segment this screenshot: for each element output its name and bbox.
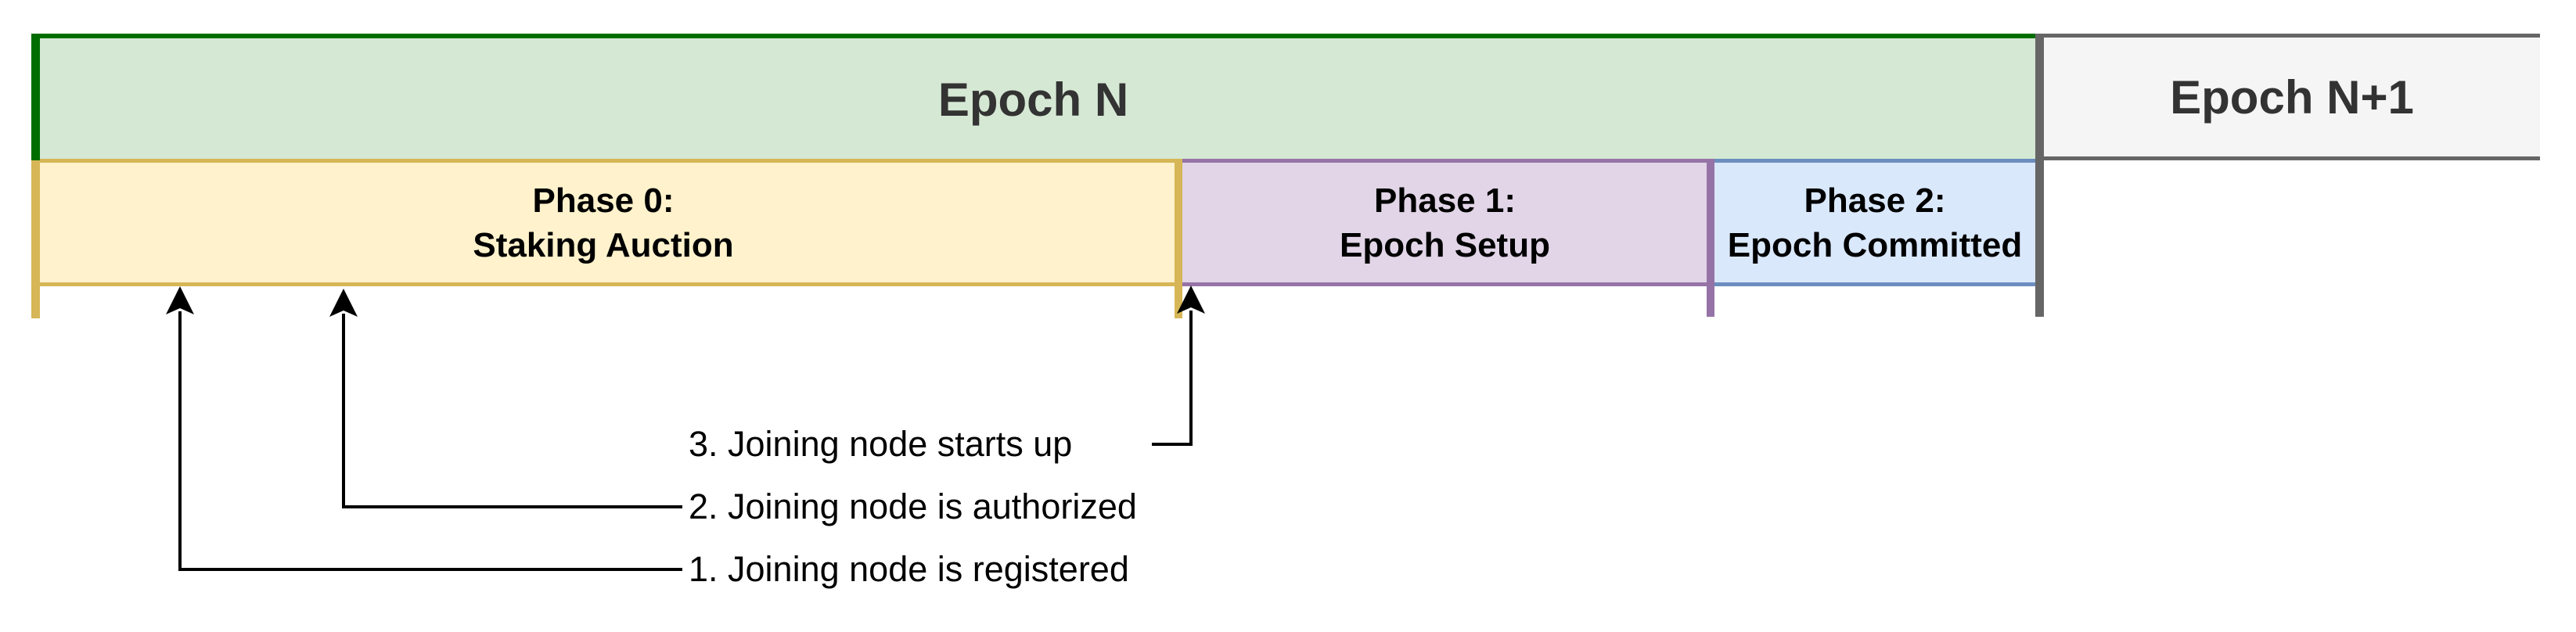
phase-0-label: Phase 0: Staking Auction	[473, 178, 733, 268]
phase-2-label: Phase 2: Epoch Committed	[1728, 178, 2022, 268]
arrow-registered	[166, 286, 682, 571]
arrowhead-icon	[166, 286, 194, 314]
phase-0-subtitle: Staking Auction	[473, 225, 734, 264]
epoch-n-label: Epoch N	[937, 73, 1129, 126]
phase-0-title: Phase 0:	[532, 181, 675, 220]
phase-1-title: Phase 1:	[1374, 181, 1516, 220]
phase-1-2-boundary-line	[1707, 159, 1714, 317]
epoch-n-start-line	[31, 34, 40, 160]
annotation-starts-up: 3. Joining node starts up	[689, 424, 1073, 464]
epoch-n1-box: Epoch N+1	[2044, 34, 2540, 160]
epoch-n1-label: Epoch N+1	[2170, 70, 2414, 124]
arrow-starts-up	[1152, 285, 1205, 446]
annotation-registered: 1. Joining node is registered	[689, 549, 1129, 589]
phase-0-box: Phase 0: Staking Auction	[31, 159, 1175, 286]
phase-1-box: Phase 1: Epoch Setup	[1182, 159, 1707, 286]
phase-1-subtitle: Epoch Setup	[1340, 225, 1550, 264]
annotation-authorized: 2. Joining node is authorized	[689, 487, 1137, 526]
phase-0-start-line	[31, 160, 40, 318]
phase-1-label: Phase 1: Epoch Setup	[1340, 178, 1550, 268]
phase-2-subtitle: Epoch Committed	[1727, 225, 2023, 264]
arrowhead-icon	[329, 289, 358, 317]
phase-2-box: Phase 2: Epoch Committed	[1714, 159, 2035, 286]
arrow-authorized	[329, 289, 682, 508]
phase-0-1-boundary-line	[1175, 159, 1182, 318]
phase-2-title: Phase 2:	[1804, 181, 1946, 220]
epoch-boundary-line	[2035, 34, 2044, 317]
arrowhead-icon	[1177, 285, 1205, 314]
epoch-n-box: Epoch N	[31, 34, 2035, 160]
